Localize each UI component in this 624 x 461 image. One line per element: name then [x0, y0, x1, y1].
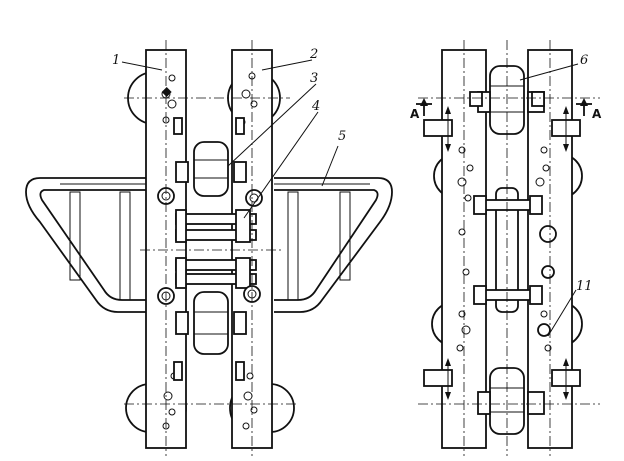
- center-lines-left: [124, 40, 296, 456]
- section-label-right: A: [592, 107, 602, 121]
- callout-3: 3: [310, 71, 318, 86]
- middle-roller-lower: [175, 291, 247, 355]
- callout-5: 5: [338, 129, 346, 144]
- callout-2: 2: [309, 47, 318, 62]
- center-lines-right: [418, 40, 600, 456]
- leaders-left: [121, 59, 339, 219]
- callout-1: 1: [112, 53, 120, 68]
- cross-bolts: [175, 209, 257, 289]
- front-view: 1 2 3 4 5: [25, 40, 393, 456]
- rivets: [161, 72, 258, 430]
- callout-4: 4: [311, 99, 320, 114]
- callout-11: 11: [576, 279, 593, 294]
- section-label-left: A: [410, 107, 420, 121]
- rivets-right: [456, 91, 557, 352]
- side-lugs: [423, 106, 581, 400]
- callout-6: 6: [580, 53, 588, 68]
- side-view: A A: [410, 40, 602, 456]
- frame-tube: [25, 177, 393, 313]
- middle-roller-upper: [175, 141, 247, 197]
- section-arrows: [416, 98, 592, 116]
